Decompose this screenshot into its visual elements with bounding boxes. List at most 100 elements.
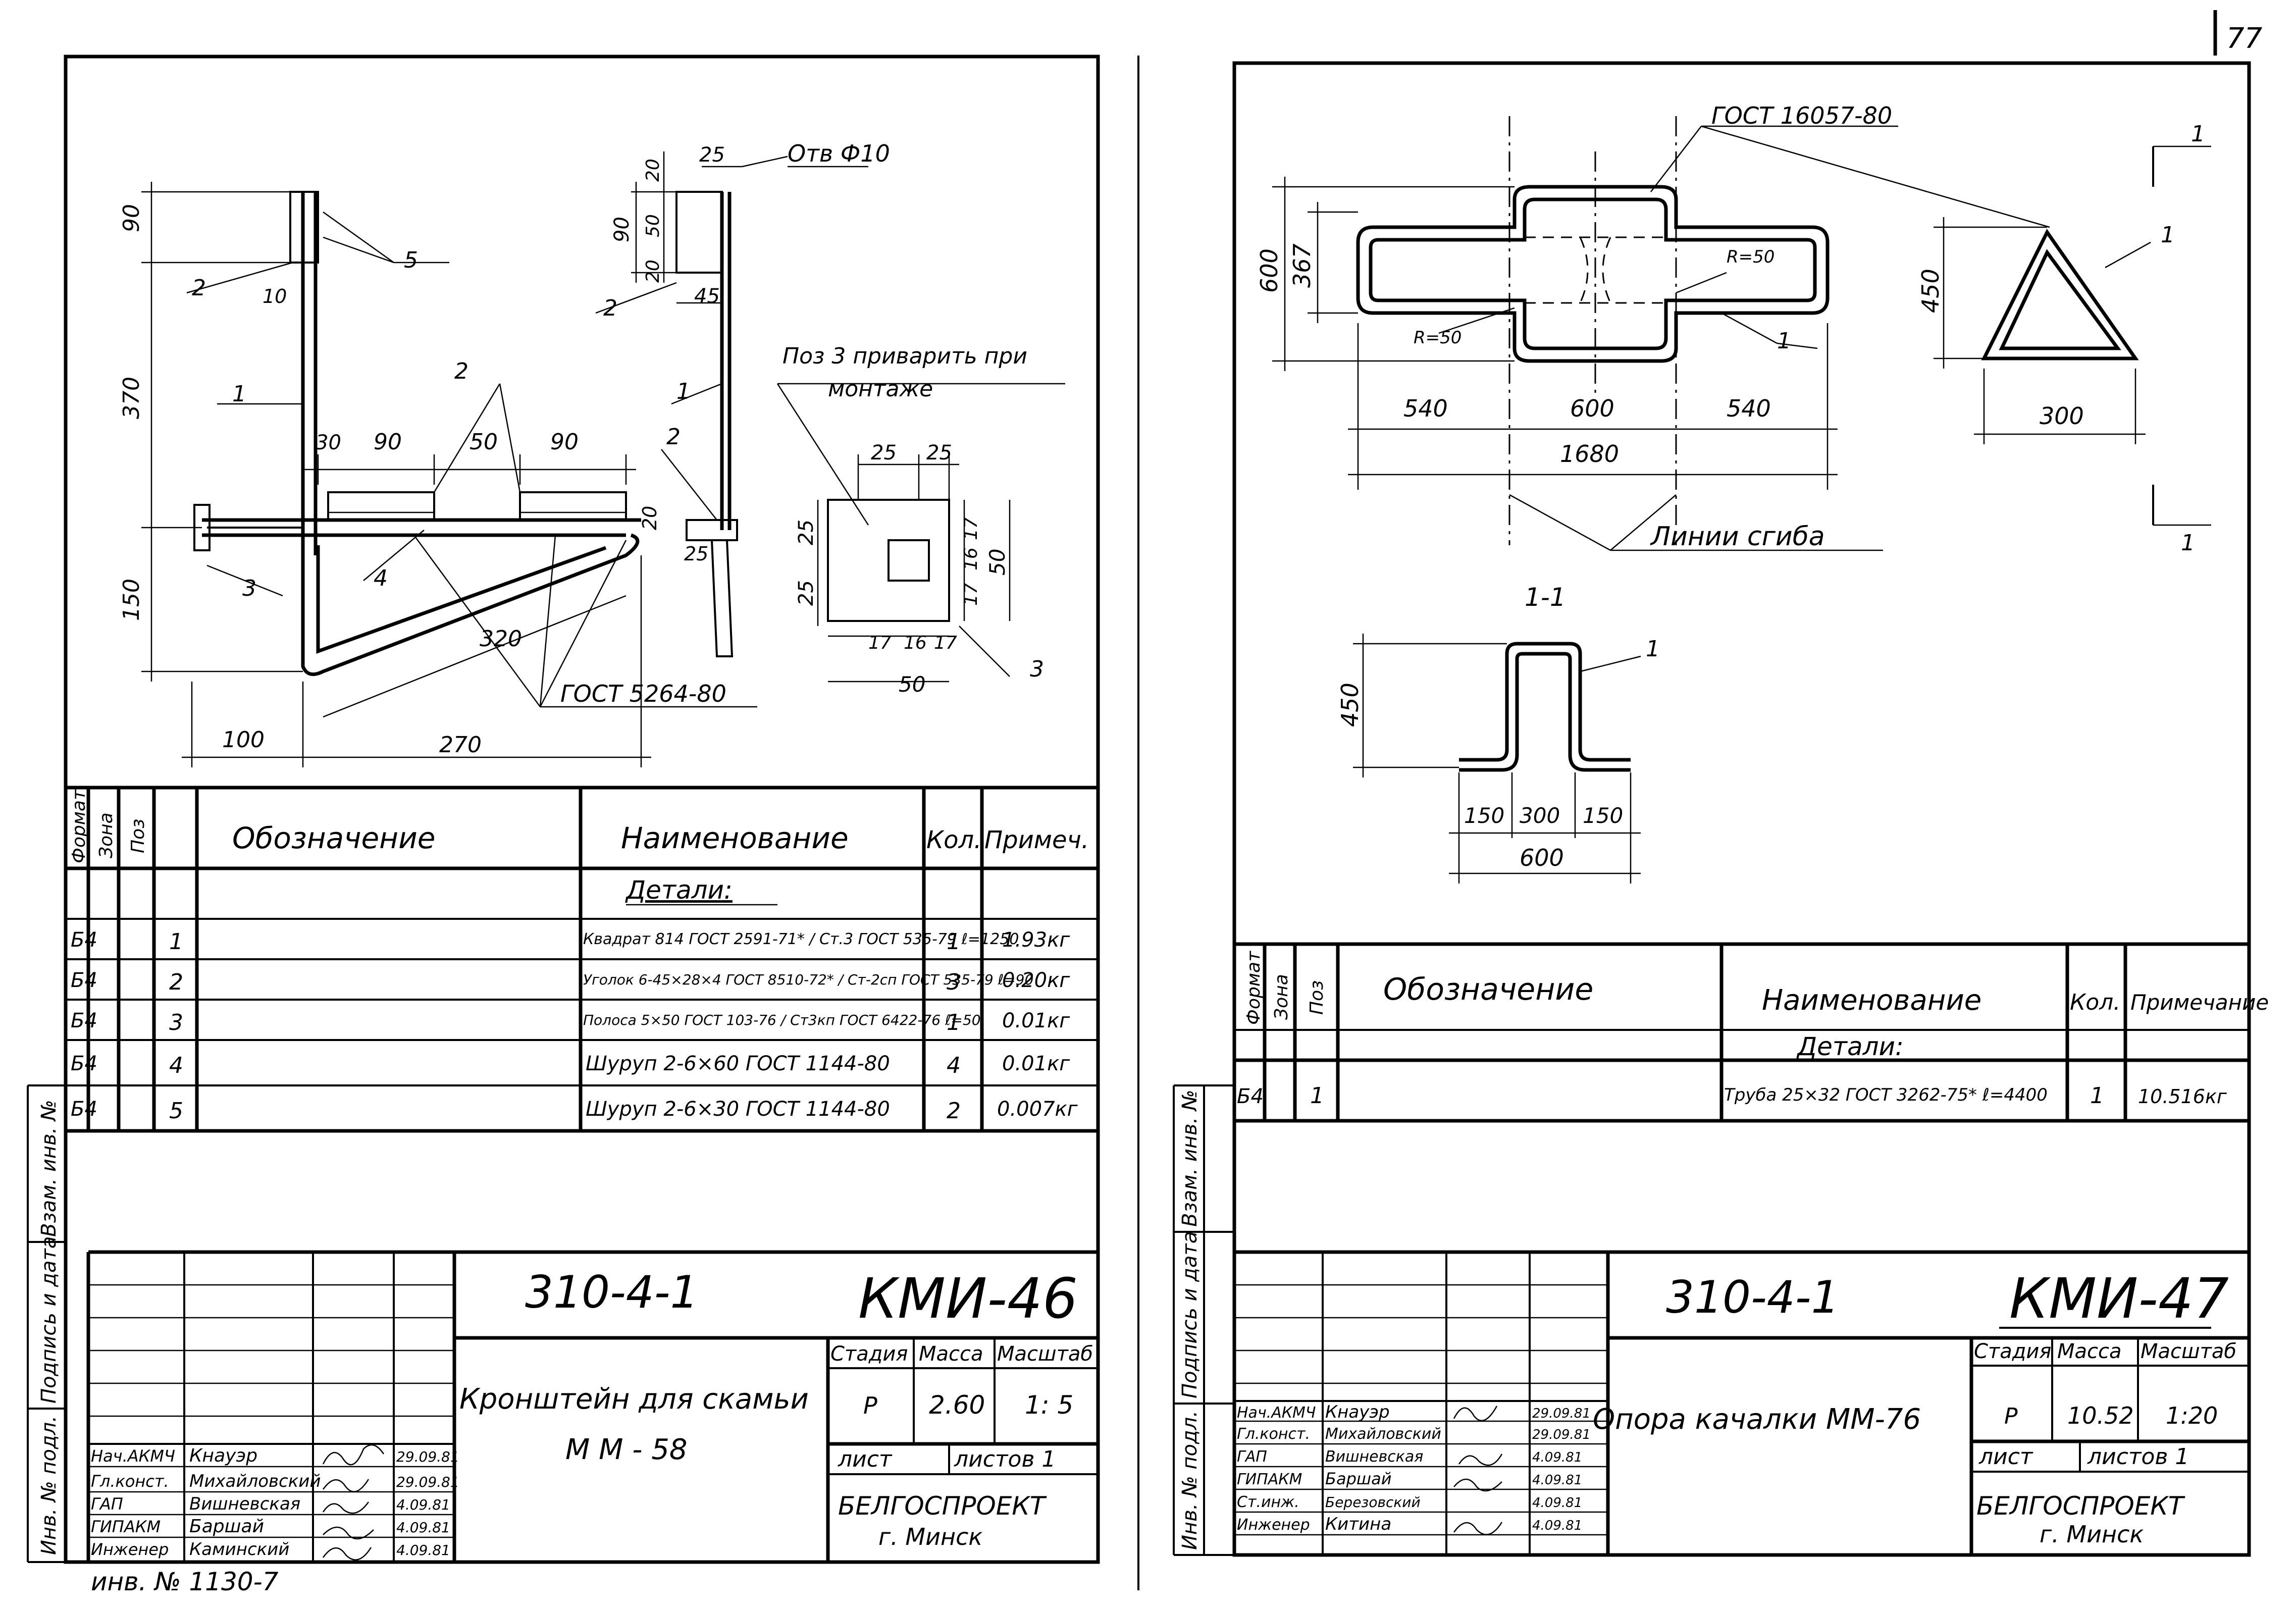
svg-text:29.09.81: 29.09.81 (1532, 1427, 1591, 1442)
plan-dim-1680: 1680 (1560, 440, 1619, 468)
svg-text:0.01кг: 0.01кг (1002, 1052, 1070, 1075)
left-section-title: Детали: (625, 875, 733, 905)
right-hdr-zone: Зона (1271, 974, 1292, 1020)
weld-gost-note: ГОСТ 5264-80 (560, 680, 726, 707)
left-title-block: 310-4-1 КМИ-46 Кронштейн для скамьи М М … (86, 1250, 1098, 1562)
end-dim-45: 45 (694, 285, 720, 308)
sec-dim-450: 450 (1336, 683, 1364, 727)
right-mass: 10.52 (2067, 1402, 2134, 1429)
right-hdr-pos: Поз (1307, 980, 1327, 1015)
svg-text:Вишневская: Вишневская (1325, 1448, 1423, 1466)
plate-dim-25a: 25 (871, 441, 897, 464)
left-hdr-note: Примеч. (984, 826, 1089, 854)
plan-callout-1: 1 (1777, 328, 1791, 354)
left-row-2: Б4 2 Уголок 6-45×28×4 ГОСТ 8510-72* / Ст… (71, 969, 1070, 995)
left-hdr-format: Формат (69, 789, 89, 863)
dim-90-top: 90 (119, 204, 144, 232)
svg-text:0.01кг: 0.01кг (1002, 1009, 1070, 1032)
sec-dim-150a: 150 (1464, 803, 1504, 828)
plate-dim-17d: 17 (961, 583, 981, 606)
svg-text:4.09.81: 4.09.81 (1532, 1473, 1582, 1488)
section-mark-top: 1 (2191, 121, 2205, 147)
left-mass-hdr: Масса (919, 1342, 983, 1366)
tri-callout-1: 1 (2161, 222, 2175, 248)
end-dim-20b: 20 (643, 259, 663, 283)
right-sheet-label: лист (1978, 1444, 2033, 1470)
svg-text:4: 4 (169, 1053, 183, 1078)
svg-text:4.09.81: 4.09.81 (396, 1519, 450, 1536)
end-dim-20a: 20 (643, 159, 663, 182)
svg-text:Баршай: Баршай (189, 1516, 264, 1537)
right-frame (1232, 61, 2251, 1557)
svg-text:29.09.81: 29.09.81 (396, 1474, 459, 1490)
svg-text:Баршай: Баршай (1325, 1469, 1392, 1488)
svg-text:29.09.81: 29.09.81 (396, 1448, 459, 1465)
svg-text:2: 2 (947, 1098, 961, 1124)
right-row-1: Б4 1 Труба 25×32 ГОСТ 3262-75* ℓ=4400 1 … (1237, 1083, 2227, 1109)
left-person-3: ГАП Вишневская 4.09.81 (91, 1494, 450, 1514)
section-title: 1-1 (1525, 583, 1566, 612)
svg-text:1: 1 (947, 1010, 961, 1035)
svg-text:3: 3 (947, 969, 961, 995)
svg-text:Нач.АКМЧ: Нач.АКМЧ (91, 1446, 175, 1466)
plate-dim-25d: 25 (795, 580, 818, 606)
signature (322, 1479, 370, 1492)
plate-dim-16b: 16 (961, 547, 981, 570)
right-person-1: Нач.АКМЧ Кнауэр 29.09.81 (1237, 1402, 1591, 1422)
svg-text:Михайловский: Михайловский (189, 1471, 321, 1491)
svg-text:Гл.конст.: Гл.конст. (91, 1472, 169, 1491)
left-row-5: Б4 5 Шуруп 2-6×30 ГОСТ 1144-80 2 0.007кг (71, 1098, 1078, 1124)
dim-90-a: 90 (374, 429, 402, 455)
left-mass: 2.60 (929, 1390, 985, 1420)
left-row-1: Б4 1 Квадрат 814 ГОСТ 2591-71* / Ст.3 ГО… (71, 928, 1070, 955)
svg-text:Ст.инж.: Ст.инж. (1237, 1493, 1299, 1511)
svg-text:Б4: Б4 (1237, 1085, 1264, 1108)
svg-text:Китина: Китина (1325, 1514, 1391, 1534)
signature (322, 1501, 370, 1514)
svg-text:29.09.81: 29.09.81 (1532, 1406, 1591, 1421)
right-series-code: 310-4-1 (1666, 1271, 1839, 1323)
left-org: БЕЛГОСПРОЕКТ (838, 1491, 1047, 1521)
signature (323, 1526, 374, 1540)
right-triangle-view: 450 300 1 1 1 (1917, 121, 2211, 556)
right-stamp-vzam: Взам. инв. № (1178, 1089, 1202, 1227)
plate-dim-25c: 25 (795, 520, 818, 545)
svg-text:0.20кг: 0.20кг (1002, 969, 1070, 992)
plan-dim-600v: 600 (1256, 248, 1283, 293)
left-title-1: Кронштейн для скамьи (459, 1383, 809, 1416)
right-section-title: Детали: (1796, 1032, 1904, 1061)
dim-20-right: 20 (639, 506, 661, 530)
svg-text:Шуруп 2-6×60 ГОСТ 1144-80: Шуруп 2-6×60 ГОСТ 1144-80 (586, 1052, 890, 1075)
end-dim-50: 50 (643, 214, 663, 237)
left-city: г. Минск (878, 1523, 982, 1550)
left-row-3: Б4 3 Полоса 5×50 ГОСТ 103-76 / Ст3кп ГОС… (71, 1009, 1070, 1035)
right-sheet-code: КМИ-47 (2009, 1266, 2229, 1331)
dim-270: 270 (439, 732, 482, 758)
svg-text:ГИПАКМ: ГИПАКМ (1237, 1471, 1302, 1488)
right-mass-hdr: Масса (2057, 1340, 2122, 1363)
right-person-6: Инженер Китина 4.09.81 (1237, 1514, 1582, 1535)
right-spec-table: Формат Зона Поз Обозначение Наименование… (1234, 942, 2269, 1123)
svg-text:Нач.АКМЧ: Нач.АКМЧ (1237, 1404, 1316, 1422)
left-person-5: Инженер Каминский 4.09.81 (91, 1539, 450, 1561)
svg-text:Б4: Б4 (71, 969, 97, 992)
plate-dim-50b: 50 (985, 549, 1010, 576)
right-hdr-format: Формат (1243, 951, 1264, 1025)
svg-text:4.09.81: 4.09.81 (396, 1496, 450, 1513)
svg-text:4.09.81: 4.09.81 (1532, 1495, 1582, 1511)
end-callout-2: 2 (603, 295, 617, 321)
svg-text:4.09.81: 4.09.81 (1532, 1450, 1582, 1465)
left-hdr-pos: Поз (128, 819, 148, 853)
right-section-view: 1-1 450 150 300 150 600 1 (1336, 583, 1660, 884)
svg-text:4.09.81: 4.09.81 (1532, 1518, 1582, 1533)
section-mark-bottom: 1 (2181, 530, 2195, 556)
right-title: Опора качалки ММ-76 (1593, 1403, 1921, 1436)
right-sheets-label: листов 1 (2087, 1444, 2189, 1470)
svg-text:Полоса 5×50 ГОСТ 103-76 / Ст3к: Полоса 5×50 ГОСТ 103-76 / Ст3кп ГОСТ 642… (583, 1012, 981, 1028)
left-sheet-code: КМИ-46 (858, 1266, 1078, 1331)
left-person-4: ГИПАКМ Баршай 4.09.81 (91, 1516, 450, 1540)
svg-text:5: 5 (169, 1098, 183, 1124)
right-sheet: Инв. № подл. Подпись и дата Взам. инв. №… (1173, 61, 2269, 1557)
left-stamp-vzam: Взам. инв. № (37, 1100, 61, 1237)
